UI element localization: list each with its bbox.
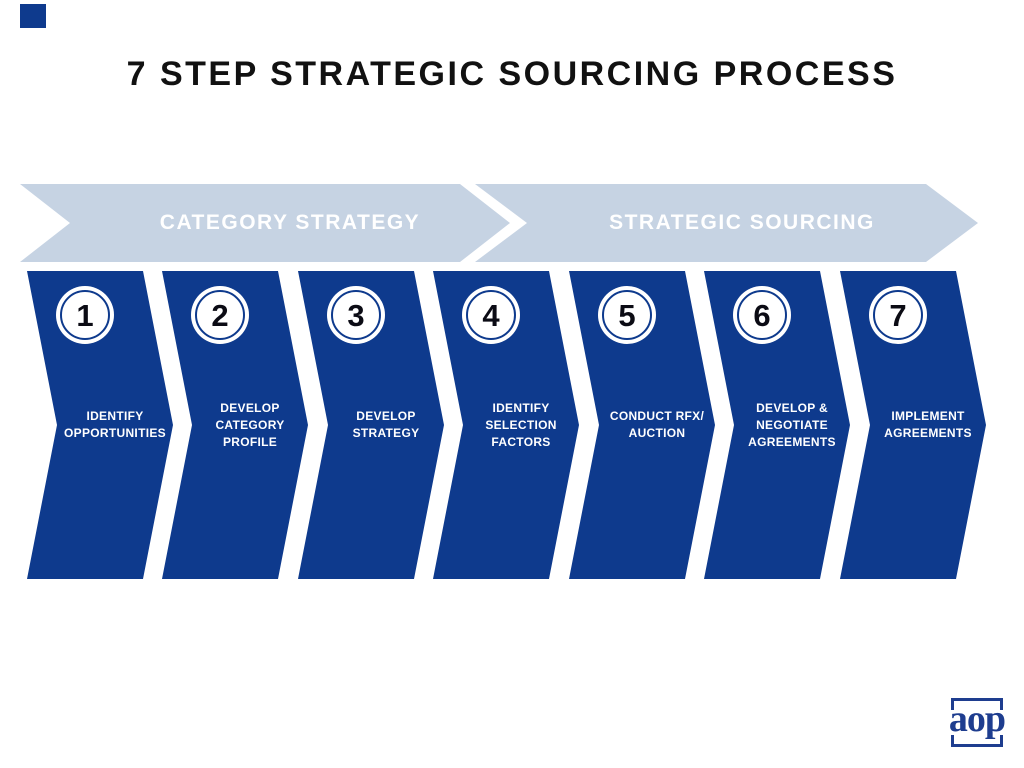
step-chevron-7: 7 IMPLEMENT AGREEMENTS: [840, 271, 986, 579]
logo-frame-stub: [951, 698, 954, 710]
step-label: IDENTIFY SELECTION FACTORS: [485, 400, 557, 449]
step-number-badge: 1: [56, 286, 114, 344]
step-number-badge: 4: [462, 286, 520, 344]
step-number-badge: 6: [733, 286, 791, 344]
page-title: 7 STEP STRATEGIC SOURCING PROCESS: [126, 54, 898, 93]
phase-banner-category-strategy: CATEGORY STRATEGY: [20, 184, 510, 262]
step-chevron-5: 5 CONDUCT RFX/ AUCTION: [569, 271, 715, 579]
phase-label: CATEGORY STRATEGY: [159, 211, 421, 234]
step-label: IDENTIFY OPPORTUNITIES: [64, 409, 166, 440]
aop-logo: aop: [948, 695, 1006, 753]
logo-frame: [951, 698, 1003, 747]
step-chevron-1: 1 IDENTIFY OPPORTUNITIES: [27, 271, 173, 579]
step-number-badge: 3: [327, 286, 385, 344]
badge-ring: [602, 290, 652, 340]
phase-banner-strategic-sourcing: STRATEGIC SOURCING: [475, 184, 978, 262]
step-number: 4: [482, 297, 500, 333]
step-chevron-2: 2 DEVELOP CATEGORY PROFILE: [162, 271, 308, 579]
badge-ring: [331, 290, 381, 340]
corner-accent-square: [20, 4, 46, 28]
step-number-badge: 7: [869, 286, 927, 344]
logo-frame-stub: [1000, 698, 1003, 710]
phase-label: STRATEGIC SOURCING: [609, 211, 875, 234]
step-number: 6: [753, 297, 771, 333]
step-label: DEVELOP CATEGORY PROFILE: [215, 400, 285, 449]
step-label: CONDUCT RFX/ AUCTION: [609, 409, 705, 440]
badge-ring: [873, 290, 923, 340]
logo-frame-stub: [951, 735, 954, 747]
badge-ring: [195, 290, 245, 340]
logo-frame-stub: [1000, 735, 1003, 747]
badge-ring: [466, 290, 516, 340]
step-number: 5: [618, 297, 636, 333]
step-number-badge: 2: [191, 286, 249, 344]
step-number-badge: 5: [598, 286, 656, 344]
step-label: DEVELOP STRATEGY: [352, 409, 420, 440]
step-number: 7: [889, 297, 907, 333]
step-number: 1: [76, 297, 94, 333]
step-chevron-4: 4 IDENTIFY SELECTION FACTORS: [433, 271, 579, 579]
step-number: 3: [347, 297, 365, 333]
logo-text: aop: [948, 698, 1006, 740]
step-chevron-3: 3 DEVELOP STRATEGY: [298, 271, 444, 579]
step-chevron-6: 6 DEVELOP & NEGOTIATE AGREEMENTS: [704, 271, 850, 579]
badge-ring: [60, 290, 110, 340]
step-label: IMPLEMENT AGREEMENTS: [884, 409, 972, 440]
step-number: 2: [211, 297, 229, 333]
badge-ring: [737, 290, 787, 340]
step-label: DEVELOP & NEGOTIATE AGREEMENTS: [748, 400, 836, 449]
